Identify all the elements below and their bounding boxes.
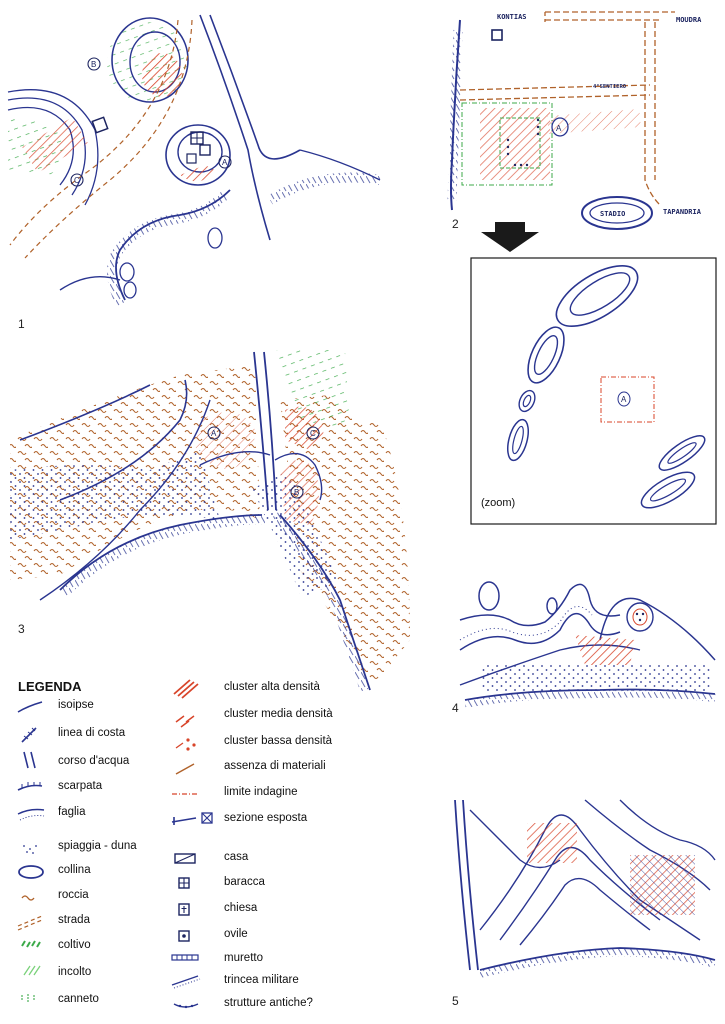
panel-4-number: 4 xyxy=(452,701,459,715)
legend-label-escarpment: scarpata xyxy=(58,780,103,792)
contour-line-icon xyxy=(17,701,43,713)
high-density-icon xyxy=(173,679,199,699)
legend-label-watercourse: corso d'acqua xyxy=(58,755,130,767)
no-materials-icon xyxy=(175,763,195,775)
legend-label-exposed-section: sezione esposta xyxy=(224,812,308,824)
escarpment-icon xyxy=(17,782,43,791)
panel-2-map: A STADIO KONTIAS MOUDRA 4°SENTIERO TAPAN… xyxy=(447,11,702,252)
legend-label-church: chiesa xyxy=(224,902,258,914)
legend-label-low-density: cluster bassa densità xyxy=(224,735,333,747)
legend-label-coastline: linea di costa xyxy=(58,727,126,739)
panel-3-marker-a: A xyxy=(211,429,217,438)
panel-1-marker-b: B xyxy=(91,60,96,69)
panel-5-map: 5 xyxy=(452,799,717,1008)
legend-label-shack: baracca xyxy=(224,876,265,888)
panel-3-marker-b: B xyxy=(294,488,299,497)
watercourse-icon xyxy=(23,751,36,769)
zoom-marker-a: A xyxy=(621,395,627,404)
legend-label-house: casa xyxy=(224,851,249,863)
panel-2-number: 2 xyxy=(452,217,459,231)
cultivated-icon xyxy=(21,940,41,948)
legend-label-ancient-structures: strutture antiche? xyxy=(224,997,313,1009)
zoom-panel: A xyxy=(470,257,717,525)
legend-label-cultivated: coltivo xyxy=(58,939,91,951)
legend-icons xyxy=(17,679,213,1009)
panel-3-map: A C B 3 xyxy=(10,350,410,692)
beach-dune-icon xyxy=(23,845,37,854)
sheepfold-icon xyxy=(178,930,190,942)
panel-1-marker-c: C xyxy=(74,176,80,185)
legend-label-beach: spiaggia - duna xyxy=(58,840,137,852)
panel-1-map: B A C 1 xyxy=(7,14,381,331)
road-icon xyxy=(17,915,43,931)
legend-label-high-density: cluster alta densità xyxy=(224,681,320,693)
legend-label-road: strada xyxy=(58,914,90,926)
house-icon xyxy=(174,853,196,864)
shack-icon xyxy=(178,877,190,889)
reed-bed-icon xyxy=(21,994,35,1002)
legend-label-hill: collina xyxy=(58,864,91,876)
fault-icon xyxy=(17,808,45,821)
legend-label-rock: roccia xyxy=(58,889,89,901)
panel-1-number: 1 xyxy=(18,317,25,331)
legend-label-contour: isoipse xyxy=(58,699,94,711)
legend-label-sheepfold: ovile xyxy=(224,928,248,940)
low-wall-icon xyxy=(171,954,199,961)
arrow-down-icon xyxy=(481,222,539,252)
legend-label-low-wall: muretto xyxy=(224,952,263,964)
legend-label-survey-limit: limite indagine xyxy=(224,786,298,798)
low-density-icon xyxy=(175,738,196,751)
panel-2-moudros-label: MOUDRA xyxy=(676,16,702,24)
panel-1-marker-a: A xyxy=(222,158,228,167)
panel-4-map: 4 xyxy=(452,581,716,715)
panel-2-tapandria-label: TAPANDRIA xyxy=(663,208,702,216)
legend-label-no-materials: assenza di materiali xyxy=(224,760,326,772)
legend-label-reed-bed: canneto xyxy=(58,993,99,1005)
exposed-section-icon xyxy=(171,812,213,825)
legend-label-uncultivated: incolto xyxy=(58,966,92,978)
legend-label-trench: trincea militare xyxy=(224,974,299,986)
zoom-label: (zoom) xyxy=(481,497,516,509)
uncultivated-icon xyxy=(23,965,41,976)
rock-icon xyxy=(21,895,35,901)
panel-2-marker-a: A xyxy=(556,124,562,133)
coastline-icon xyxy=(21,727,37,743)
ancient-structures-icon xyxy=(173,1003,199,1009)
trench-icon xyxy=(171,975,201,989)
church-icon xyxy=(178,903,190,916)
medium-density-icon xyxy=(175,715,195,728)
panel-2-stadio-label: STADIO xyxy=(600,210,625,218)
panel-2-kontias-label: KONTIAS xyxy=(497,13,527,21)
hill-icon xyxy=(18,865,44,879)
legend-label-medium-density: cluster media densità xyxy=(224,708,333,720)
panel-3-number: 3 xyxy=(18,622,25,636)
panel-5-number: 5 xyxy=(452,994,459,1008)
panel-2-path-label: 4°SENTIERO xyxy=(593,84,627,90)
panel-3-marker-c: C xyxy=(310,429,316,438)
legend-title: LEGENDA xyxy=(18,679,82,694)
legend-label-fault: faglia xyxy=(58,806,86,818)
